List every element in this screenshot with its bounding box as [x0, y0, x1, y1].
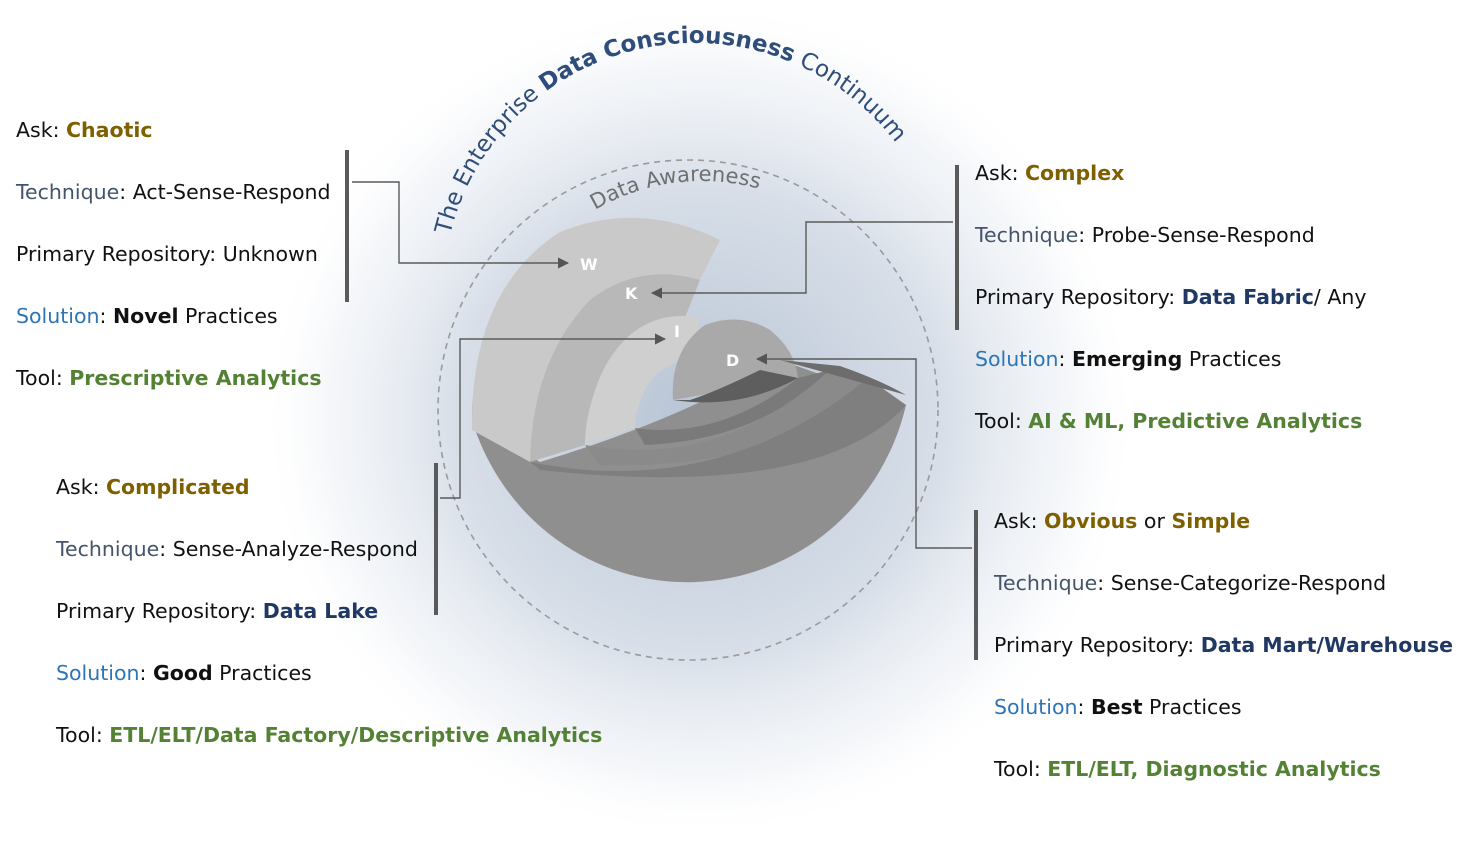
repository-label: Primary Repository:: [994, 633, 1195, 657]
solution-label: Solution: [994, 695, 1078, 719]
awareness-circle: [437, 159, 939, 661]
tool-label: Tool:: [16, 366, 63, 390]
simple-ask-row: Ask: Obvious or Simple: [994, 509, 1250, 533]
technique-label: Technique: [994, 571, 1098, 595]
solution-suffix: Practices: [1149, 695, 1242, 719]
tool-value: ETL/ELT/Data Factory/Descriptive Analyti…: [109, 723, 603, 747]
technique-separator: :: [159, 537, 167, 561]
ask-value: Complicated: [106, 475, 250, 499]
repository-label: Primary Repository:: [975, 285, 1176, 309]
technique-label: Technique: [16, 180, 120, 204]
solution-label: Solution: [975, 347, 1059, 371]
solution-suffix: Practices: [1188, 347, 1282, 371]
ask-value: Chaotic: [66, 118, 153, 142]
complex-solution-row: Solution: Emerging Practices: [975, 347, 1281, 371]
complex-repository-row: Primary Repository: Data Fabric/ Any: [975, 285, 1367, 309]
solution-value: Emerging: [1071, 347, 1183, 371]
chaotic-tool-row: Tool: Prescriptive Analytics: [16, 366, 322, 390]
technique-separator: :: [119, 180, 127, 204]
solution-separator: :: [1058, 347, 1066, 371]
complex-technique-row: Technique: Probe-Sense-Respond: [975, 223, 1315, 247]
sphere-cutaway: [471, 217, 906, 583]
simple-connector: [755, 353, 972, 549]
technique-label: Technique: [975, 223, 1079, 247]
chaotic-connector: [352, 181, 570, 269]
tool-label: Tool:: [56, 723, 103, 747]
layer-i-label: I: [674, 322, 680, 341]
simple-solution-row: Solution: Best Practices: [994, 695, 1242, 719]
solution-separator: :: [99, 304, 107, 328]
technique-separator: :: [1078, 223, 1086, 247]
technique-value: Sense-Analyze-Respond: [172, 537, 418, 561]
repository-label: Primary Repository:: [16, 242, 217, 266]
solution-value: Best: [1090, 695, 1143, 719]
ask-value-secondary: Simple: [1171, 509, 1251, 533]
technique-value: Act-Sense-Respond: [132, 180, 331, 204]
ask-label: Ask:: [56, 475, 100, 499]
solution-value: Good: [152, 661, 213, 685]
simple-tool-row: Tool: ETL/ELT, Diagnostic Analytics: [994, 757, 1381, 781]
solution-suffix: Practices: [185, 304, 278, 328]
ask-value: Complex: [1025, 161, 1125, 185]
ask-label: Ask:: [975, 161, 1019, 185]
complicated-repository-row: Primary Repository: Data Lake: [56, 599, 378, 623]
tool-value: AI & ML, Predictive Analytics: [1028, 409, 1363, 433]
repository-suffix: / Any: [1313, 285, 1367, 309]
chaotic-ask-row: Ask: Chaotic: [16, 118, 153, 142]
solution-value: Novel: [112, 304, 179, 328]
tool-value: ETL/ELT, Diagnostic Analytics: [1047, 757, 1381, 781]
complicated-connector: [440, 333, 667, 499]
simple-repository-row: Primary Repository: Data Mart/Warehouse: [994, 633, 1453, 657]
chaotic-repository-row: Primary Repository: Unknown: [16, 242, 318, 266]
repository-value: Data Mart/Warehouse: [1200, 633, 1454, 657]
layer-w-label: W: [580, 255, 598, 274]
ask-label: Ask:: [994, 509, 1038, 533]
ask-value: Obvious: [1044, 509, 1138, 533]
complicated-technique-row: Technique: Sense-Analyze-Respond: [56, 537, 418, 561]
solution-label: Solution: [56, 661, 140, 685]
simple-technique-row: Technique: Sense-Categorize-Respond: [994, 571, 1386, 595]
tool-label: Tool:: [994, 757, 1041, 781]
chaotic-solution-row: Solution: Novel Practices: [16, 304, 278, 328]
technique-separator: :: [1097, 571, 1105, 595]
tool-label: Tool:: [975, 409, 1022, 433]
solution-label: Solution: [16, 304, 100, 328]
ask-or: or: [1143, 509, 1165, 533]
solution-separator: :: [139, 661, 147, 685]
repository-label: Primary Repository:: [56, 599, 257, 623]
ask-label: Ask:: [16, 118, 60, 142]
repository-value: Unknown: [222, 242, 318, 266]
complex-tool-row: Tool: AI & ML, Predictive Analytics: [975, 409, 1362, 433]
solution-separator: :: [1077, 695, 1085, 719]
solution-suffix: Practices: [219, 661, 312, 685]
complicated-ask-row: Ask: Complicated: [56, 475, 250, 499]
technique-value: Sense-Categorize-Respond: [1110, 571, 1387, 595]
complex-ask-row: Ask: Complex: [975, 161, 1124, 185]
technique-label: Technique: [56, 537, 160, 561]
technique-value: Probe-Sense-Respond: [1091, 223, 1315, 247]
repository-value: Data Lake: [262, 599, 379, 623]
complicated-tool-row: Tool: ETL/ELT/Data Factory/Descriptive A…: [56, 723, 602, 747]
layer-k-label: K: [625, 284, 638, 303]
chaotic-technique-row: Technique: Act-Sense-Respond: [16, 180, 331, 204]
layer-d-label: D: [726, 351, 739, 370]
repository-value: Data Fabric: [1181, 285, 1314, 309]
complex-connector: [650, 221, 953, 299]
complicated-solution-row: Solution: Good Practices: [56, 661, 312, 685]
tool-value: Prescriptive Analytics: [69, 366, 322, 390]
